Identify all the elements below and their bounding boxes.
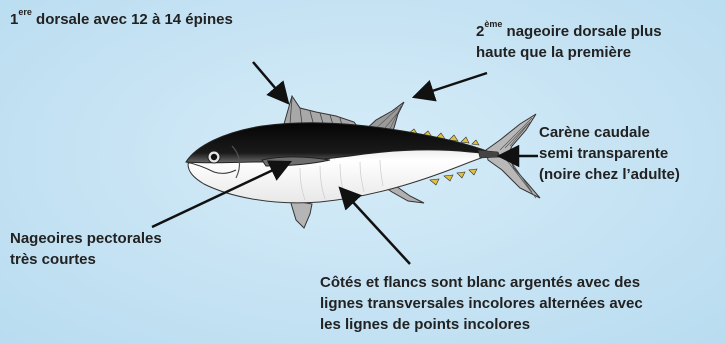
label-first-dorsal-text: dorsale avec 12 à 14 épines [32, 11, 233, 28]
label-second-dorsal-sup: ème [484, 19, 502, 29]
label-caudal-keel: Carène caudale semi transparente (noire … [539, 122, 680, 185]
label-flanks-line1: Côtés et flancs sont blanc argentés avec… [320, 272, 643, 293]
label-pectoral-line2: très courtes [10, 249, 162, 270]
label-flanks: Côtés et flancs sont blanc argentés avec… [320, 272, 643, 335]
label-caudal-keel-line1: Carène caudale [539, 122, 680, 143]
arrow-flanks [340, 188, 410, 264]
label-second-dorsal-line2: haute que la première [476, 42, 662, 63]
label-second-dorsal-line1: 2ème nageoire dorsale plus [476, 21, 662, 42]
arrow-second-dorsal [414, 73, 487, 97]
arrow-first-dorsal [253, 62, 288, 103]
label-pectoral: Nageoires pectorales très courtes [10, 228, 162, 270]
label-caudal-keel-line3: (noire chez l’adulte) [539, 164, 680, 185]
label-pectoral-line1: Nageoires pectorales [10, 228, 162, 249]
label-flanks-line2: lignes transversales incolores alternées… [320, 293, 643, 314]
label-caudal-keel-line2: semi transparente [539, 143, 680, 164]
label-flanks-line3: les lignes de points incolores [320, 314, 643, 335]
fish-eye [208, 151, 220, 163]
label-second-dorsal: 2ème nageoire dorsale plus haute que la … [476, 21, 662, 63]
label-first-dorsal-sup: ere [18, 7, 32, 17]
pelvic-fin [290, 200, 312, 228]
label-second-dorsal-text1: nageoire dorsale plus [502, 23, 661, 40]
label-first-dorsal: 1ere dorsale avec 12 à 14 épines [10, 9, 233, 30]
